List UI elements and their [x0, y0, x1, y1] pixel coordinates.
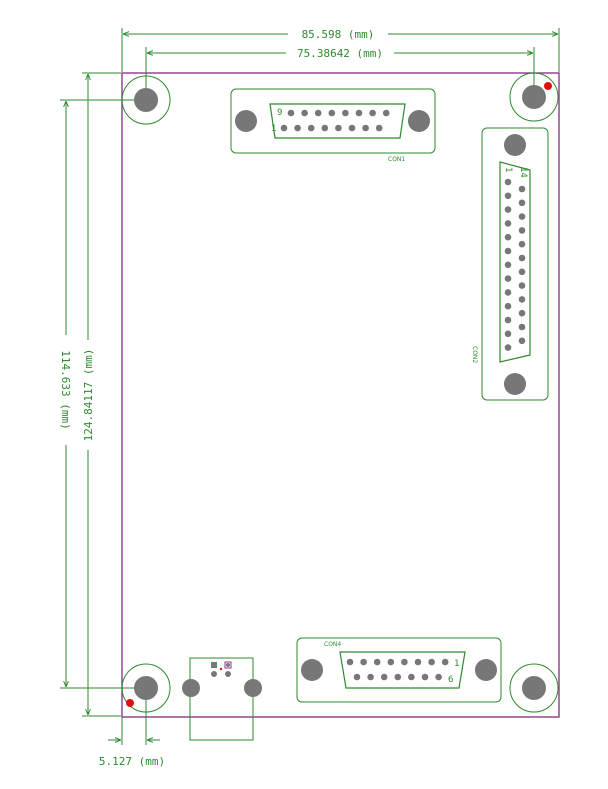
con1-pin	[328, 109, 336, 117]
con2-pin	[504, 220, 512, 227]
con1-pin	[342, 109, 349, 117]
con2-pin	[518, 268, 526, 276]
mounting-hole-bottom-right	[509, 663, 559, 713]
dimension-overall-height	[82, 72, 121, 717]
con2-pin	[504, 233, 512, 241]
connector-con4: 1 6 CON4	[296, 637, 502, 703]
con1-pin	[307, 124, 315, 132]
dimension-hole-spacing-y	[60, 99, 146, 689]
con1-pin-label-last: 9	[277, 108, 282, 118]
con2-pin	[504, 275, 512, 282]
connector-con1: 1 9 CON1	[230, 88, 436, 163]
dimension-hole-spacing-x	[145, 47, 535, 100]
con4-pin-label-last: 6	[448, 675, 453, 685]
con2-pin	[518, 199, 526, 207]
con4-pin	[421, 673, 429, 681]
mounting-hole-top-left	[121, 75, 171, 125]
con1-pins	[280, 109, 390, 132]
con2-pin-label-last: 14	[518, 167, 528, 178]
board-outline	[121, 72, 560, 718]
con4-pins	[346, 658, 449, 681]
con2-pin	[504, 330, 512, 338]
con4-pin	[380, 673, 388, 681]
con2-pin	[504, 206, 512, 213]
mounting-hole-bottom-left	[121, 663, 171, 713]
connector-con2: 1 14 CON2	[471, 127, 549, 401]
con4-pin	[367, 673, 374, 681]
con2-pin	[518, 296, 526, 303]
con2-pin	[518, 282, 526, 289]
con2-pin	[518, 337, 526, 345]
mounting-hole-top-right	[509, 72, 559, 122]
marker-dot	[126, 699, 134, 707]
con4-pin	[353, 673, 361, 681]
con2-pin	[504, 344, 512, 351]
small-connector	[182, 657, 262, 741]
con4-pin	[414, 658, 422, 666]
con1-pin	[301, 109, 308, 117]
dimension-hole-offset-text: 5.127 (mm)	[99, 755, 165, 768]
con4-pin	[435, 673, 442, 681]
con2-pin	[504, 261, 512, 269]
con1-pin-label-first: 1	[271, 124, 276, 134]
con1-pin	[382, 109, 390, 117]
con4-pin	[360, 658, 367, 666]
con1-label: CON1	[388, 156, 405, 163]
con2-pin	[518, 254, 526, 262]
con2-pin	[504, 316, 512, 324]
con1-pin	[280, 124, 288, 132]
dimension-overall-height-text: 124.84117 (mm)	[82, 349, 95, 442]
con1-pin	[362, 124, 369, 132]
con1-pin	[314, 109, 322, 117]
con2-pin	[504, 192, 512, 200]
con1-pin	[348, 124, 356, 132]
con2-pin	[518, 185, 526, 193]
con2-pin	[504, 247, 512, 255]
con2-label: CON2	[471, 346, 478, 363]
con2-pin	[504, 302, 512, 310]
con1-pin	[355, 109, 363, 117]
dimension-hole-spacing-x-text: 75.38642 (mm)	[297, 47, 383, 60]
con2-pin	[518, 240, 526, 248]
con2-pin	[518, 309, 526, 317]
con1-pin	[287, 109, 295, 117]
con4-pin	[441, 658, 449, 666]
con4-pin	[373, 658, 381, 666]
con1-pin	[294, 124, 301, 132]
con2-pin	[518, 227, 526, 234]
con4-pin	[387, 658, 395, 666]
con1-pin	[375, 124, 383, 132]
con2-pin	[518, 213, 526, 220]
con4-pin	[428, 658, 435, 666]
con2-pins	[504, 178, 526, 351]
con4-pin-label-first: 1	[454, 659, 459, 669]
con1-pin	[321, 124, 329, 132]
con1-pin	[369, 109, 376, 117]
con1-pin	[335, 124, 342, 132]
marker-dot	[544, 82, 552, 90]
con4-label: CON4	[324, 641, 341, 648]
dimension-overall-width	[121, 28, 560, 72]
con2-pin	[504, 178, 512, 186]
con4-pin	[394, 673, 402, 681]
con4-pin	[346, 658, 354, 666]
con4-pin	[408, 673, 415, 681]
con2-pin	[518, 323, 526, 331]
con2-pin	[504, 289, 512, 296]
con4-pin	[401, 658, 408, 666]
con2-pin-label-first: 1	[503, 167, 513, 172]
dimension-hole-spacing-y-text: 114.633 (mm)	[59, 350, 72, 429]
dimension-overall-width-text: 85.598 (mm)	[302, 28, 375, 41]
